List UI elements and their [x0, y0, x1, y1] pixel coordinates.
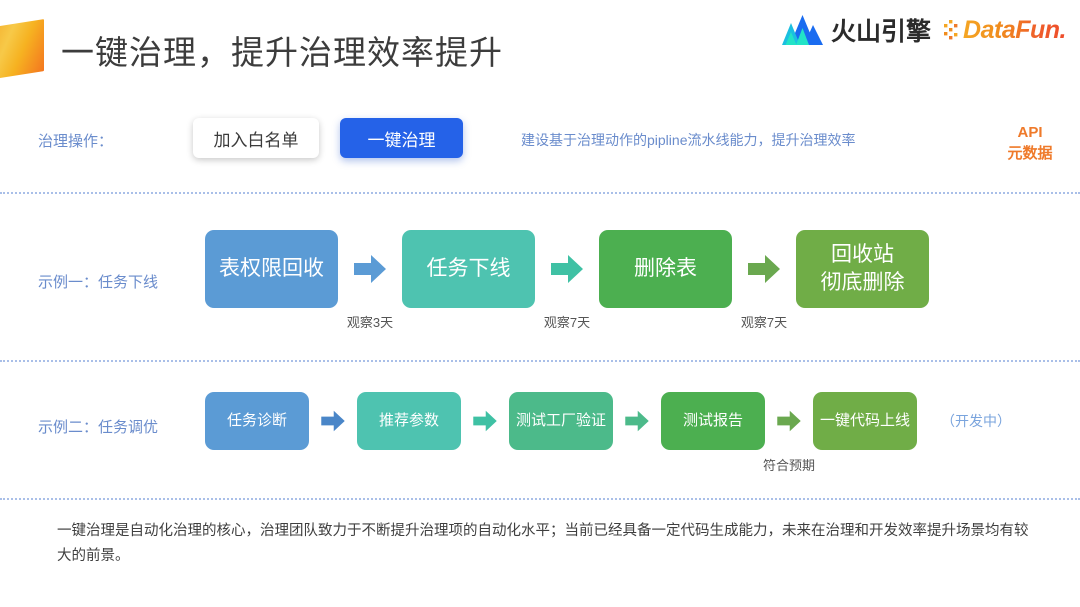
flow-node-task-offline[interactable]: 任务下线 — [402, 230, 535, 308]
arrow-note: 观察7天 — [543, 315, 591, 330]
brand-mark-icon — [0, 19, 44, 81]
arrow-right-icon — [321, 410, 345, 432]
datafun-logo: DataFun. — [944, 16, 1066, 45]
datafun-label: DataFun. — [963, 15, 1066, 44]
arrow-note: 观察7天 — [740, 315, 788, 330]
arrow-note: 观察3天 — [346, 315, 394, 330]
metadata-label: 元数据 — [1007, 145, 1053, 162]
example-one-flow: 表权限回收 观察3天 任务下线 观察7天 删除表 观察7天 回收 — [205, 230, 929, 330]
flow-node-test-report[interactable]: 测试报告 — [661, 392, 765, 450]
divider-top — [0, 192, 1080, 194]
flow-arrow-wrap: 观察7天 — [732, 230, 796, 330]
arrow-right-icon — [354, 255, 386, 283]
page-header: 一键治理，提升治理效率提升 火山引擎 DataFun. — [0, 0, 1080, 96]
example-two-flow: 任务诊断 推荐参数 测试工厂验证 测试报告 — [205, 392, 1011, 473]
divider-bottom — [0, 498, 1080, 500]
divider-middle — [0, 360, 1080, 362]
flow-node-wrap: 任务下线 — [402, 230, 535, 308]
flow-node-delete-table[interactable]: 删除表 — [599, 230, 732, 308]
flow-arrow-wrap: 观察3天 — [338, 230, 402, 330]
flow-node-task-diagnosis[interactable]: 任务诊断 — [205, 392, 309, 450]
flow-node-test-factory-validation[interactable]: 测试工厂验证 — [509, 392, 613, 450]
arrow-right-icon — [551, 255, 583, 283]
datafun-dots-icon — [944, 20, 958, 40]
flow-node-wrap: 表权限回收 — [205, 230, 338, 308]
flow-node-wrap: 任务诊断 — [205, 392, 309, 450]
example-two-row: 示例二：任务调优 任务诊断 推荐参数 测试工厂验证 — [0, 382, 1080, 482]
flow-node-wrap: 回收站 彻底删除 — [796, 230, 929, 308]
volcano-engine-label: 火山引擎 — [831, 18, 932, 46]
arrow-right-icon — [777, 410, 801, 432]
flow-arrow-wrap: 符合预期 — [763, 392, 815, 473]
operations-label: 治理操作： — [38, 133, 114, 150]
flow-node-recycle-bin-purge[interactable]: 回收站 彻底删除 — [796, 230, 929, 308]
flow-arrow-wrap — [613, 392, 661, 450]
example-one-label: 示例一：任务下线 — [38, 274, 159, 291]
flow-node-table-permission-recycle[interactable]: 表权限回收 — [205, 230, 338, 308]
flow-arrow-wrap — [309, 392, 357, 450]
development-status-note: （开发中） — [941, 413, 1011, 429]
one-click-governance-button[interactable]: 一键治理 — [340, 118, 463, 158]
flow-arrow-wrap — [461, 392, 509, 450]
flow-node-wrap: 测试工厂验证 — [509, 392, 613, 450]
footer-summary-text: 一键治理是自动化治理的核心，治理团队致力于不断提升治理项的自动化水平；当前已经具… — [57, 523, 1029, 564]
operations-row: 治理操作： 加入白名单 一键治理 建设基于治理动作的pipline流水线能力，提… — [0, 118, 1080, 178]
flow-node-wrap: 测试报告 — [661, 392, 765, 450]
flow-arrow-wrap: 观察7天 — [535, 230, 599, 330]
api-metadata-label: API 元数据 — [997, 122, 1063, 164]
flow-node-wrap: 删除表 — [599, 230, 732, 308]
arrow-right-icon — [625, 410, 649, 432]
api-label: API — [1017, 124, 1043, 141]
page-title: 一键治理，提升治理效率提升 — [61, 34, 503, 71]
volcano-engine-logo: 火山引擎 — [782, 12, 931, 48]
add-whitelist-button[interactable]: 加入白名单 — [193, 118, 319, 158]
arrow-right-icon — [473, 410, 497, 432]
operations-description: 建设基于治理动作的pipline流水线能力，提升治理效率 — [521, 132, 856, 148]
logo-group: 火山引擎 DataFun. — [782, 9, 1066, 51]
flow-node-one-click-code-release[interactable]: 一键代码上线 — [813, 392, 917, 450]
arrow-note: 符合预期 — [762, 458, 816, 473]
example-two-label: 示例二：任务调优 — [38, 419, 159, 436]
flow-node-wrap: 推荐参数 — [357, 392, 461, 450]
arrow-right-icon — [748, 255, 780, 283]
example-one-row: 示例一：任务下线 表权限回收 观察3天 任务下线 观察7天 删除表 — [0, 222, 1080, 342]
flow-node-recommended-params[interactable]: 推荐参数 — [357, 392, 461, 450]
volcano-mountain-icon — [782, 15, 824, 45]
flow-node-wrap: 一键代码上线 — [813, 392, 917, 450]
